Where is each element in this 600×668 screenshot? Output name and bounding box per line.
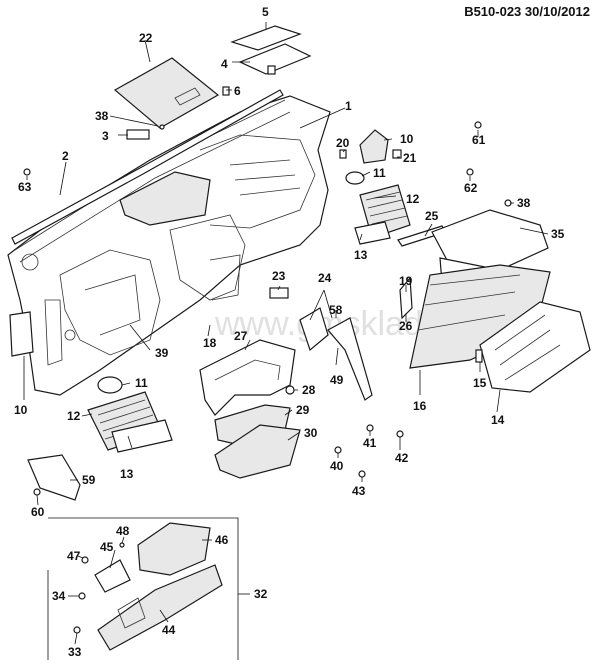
callout-35: 35 xyxy=(551,227,565,241)
callout-12-right: 12 xyxy=(406,192,420,206)
callout-11-left: 11 xyxy=(135,376,148,390)
part-44 xyxy=(97,564,223,651)
callout-49: 49 xyxy=(330,373,344,387)
glovebox-16 xyxy=(409,264,551,369)
callout-45: 45 xyxy=(100,540,114,554)
panel-59 xyxy=(27,454,81,501)
callout-26: 26 xyxy=(399,319,413,333)
leader-lines xyxy=(23,22,549,645)
callout-58: 58 xyxy=(329,303,343,317)
callout-29: 29 xyxy=(296,403,310,417)
callout-11-right: 11 xyxy=(373,166,386,180)
callout-46: 46 xyxy=(215,533,229,547)
callout-42: 42 xyxy=(395,451,409,465)
callout-10-right: 10 xyxy=(400,132,414,146)
callout-47: 47 xyxy=(67,549,81,563)
callout-28: 28 xyxy=(302,383,316,397)
clip-4 xyxy=(267,65,276,75)
diagram-code: B510-023 xyxy=(464,4,522,19)
callout-38-left: 38 xyxy=(95,109,109,123)
glovebox-insert xyxy=(479,301,591,393)
callout-30: 30 xyxy=(304,426,318,440)
callout-12-left: 12 xyxy=(67,409,81,423)
callout-22: 22 xyxy=(139,31,153,45)
callout-34: 34 xyxy=(52,589,66,603)
callout-61: 61 xyxy=(472,133,486,147)
callout-labels: 5 4 22 6 38 3 1 2 20 10 21 11 12 13 25 3… xyxy=(14,5,565,659)
callout-39: 39 xyxy=(155,346,169,360)
callout-3: 3 xyxy=(102,129,109,143)
diagram-date: 30/10/2012 xyxy=(524,4,590,19)
diagram-header: B510-023 30/10/2012 xyxy=(464,4,590,19)
callout-60: 60 xyxy=(31,505,45,519)
panel-5 xyxy=(230,25,302,51)
callout-33: 33 xyxy=(68,645,82,659)
callout-13-left: 13 xyxy=(120,467,134,481)
part-23 xyxy=(269,287,289,299)
part-45 xyxy=(94,559,131,593)
callout-16: 16 xyxy=(413,399,427,413)
callout-27: 27 xyxy=(234,329,248,343)
callout-6: 6 xyxy=(234,84,241,98)
bracket-58 xyxy=(327,317,373,401)
callout-43: 43 xyxy=(352,484,366,498)
callout-2: 2 xyxy=(62,149,69,163)
callout-10-left: 10 xyxy=(14,403,28,417)
cluster-bezel-27 xyxy=(199,339,296,416)
vent-10-right xyxy=(359,129,389,164)
part-46 xyxy=(137,522,211,576)
callout-14: 14 xyxy=(491,413,505,427)
panel-4 xyxy=(238,43,312,75)
lower-trim-30 xyxy=(214,424,301,479)
callout-24: 24 xyxy=(318,271,332,285)
callout-38-right: 38 xyxy=(517,196,531,210)
side-vent-left xyxy=(9,311,34,357)
callout-15: 15 xyxy=(473,376,487,390)
callout-13-right: 13 xyxy=(354,248,368,262)
callout-32: 32 xyxy=(254,587,268,601)
callout-40: 40 xyxy=(330,459,344,473)
callout-25: 25 xyxy=(425,209,439,223)
knob-11-right xyxy=(345,171,365,185)
callout-4: 4 xyxy=(221,57,228,71)
defroster-strip xyxy=(11,89,284,245)
callout-20: 20 xyxy=(336,136,350,150)
callout-63: 63 xyxy=(18,180,32,194)
callout-21: 21 xyxy=(403,151,417,165)
callout-59: 59 xyxy=(82,473,96,487)
callout-48: 48 xyxy=(116,524,130,538)
cover-22 xyxy=(113,57,220,129)
instrument-panel xyxy=(7,95,331,396)
clip-3 xyxy=(126,129,150,140)
vent-13-housing xyxy=(111,419,173,453)
callout-41: 41 xyxy=(363,436,377,450)
callout-44: 44 xyxy=(162,623,176,637)
callout-19: 19 xyxy=(399,274,413,288)
callout-5: 5 xyxy=(262,5,269,19)
callout-1: 1 xyxy=(345,99,352,113)
knob-11 xyxy=(97,376,123,394)
callout-23: 23 xyxy=(272,269,286,283)
callout-62: 62 xyxy=(464,181,478,195)
callout-18: 18 xyxy=(203,336,217,350)
